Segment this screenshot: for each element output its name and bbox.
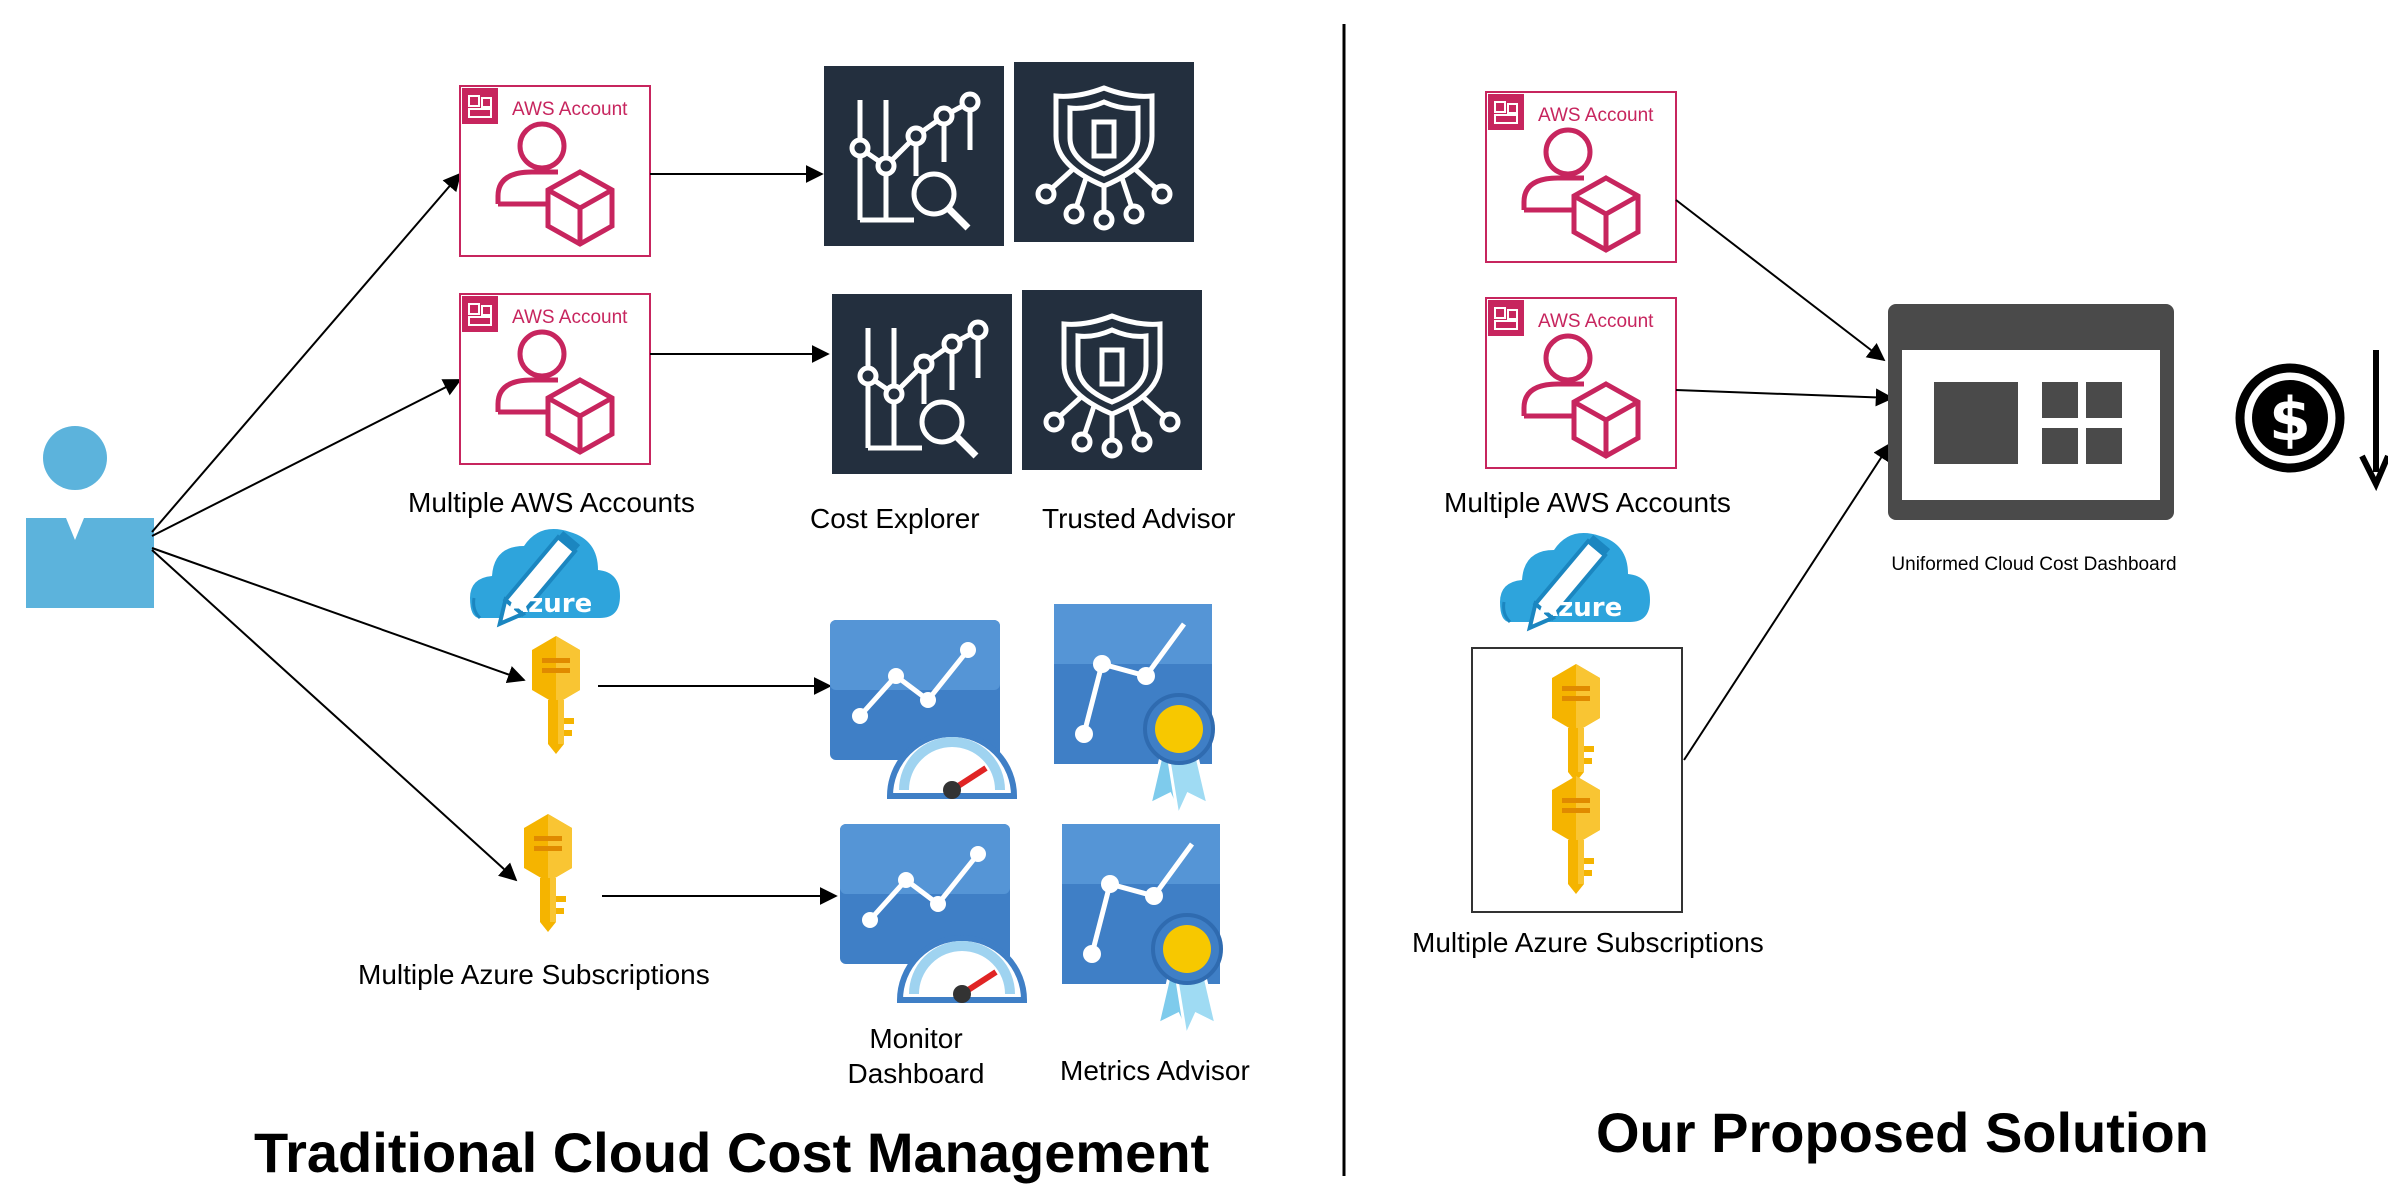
- cost-explorer-icon: [824, 66, 1004, 246]
- cost-explorer-label: Cost Explorer: [810, 503, 980, 534]
- aws-arrows: [650, 165, 830, 363]
- aws-account-icon: AWS Account: [1486, 92, 1676, 262]
- key-icon: [532, 636, 580, 754]
- azure-cloud-icon: Azure: [468, 527, 622, 633]
- monitor-dashboard-icon: [840, 824, 1024, 1003]
- svg-text:Azure: Azure: [508, 589, 592, 619]
- svg-text:AWS Account: AWS Account: [512, 99, 628, 120]
- azure-arrows: [598, 677, 838, 905]
- svg-text:AWS Account: AWS Account: [1538, 311, 1654, 332]
- right-title: Our Proposed Solution: [1596, 1101, 2209, 1164]
- aws-account-icon: AWS Account: [460, 294, 650, 464]
- trusted-advisor-label: Trusted Advisor: [1042, 503, 1235, 534]
- trusted-advisor-icon: [1014, 62, 1194, 242]
- svg-text:AWS Account: AWS Account: [1538, 105, 1654, 126]
- metrics-advisor-icon: [1062, 824, 1221, 1036]
- svg-text:AWS Account: AWS Account: [512, 307, 628, 328]
- dashboard-arrows: [1675, 199, 1894, 761]
- left-title: Traditional Cloud Cost Management: [254, 1121, 1209, 1184]
- metrics-advisor-label: Metrics Advisor: [1060, 1055, 1250, 1086]
- azure-cloud-icon: Azure: [1498, 531, 1652, 637]
- monitor-dashboard-icon: [830, 620, 1014, 799]
- aws-account-icon: AWS Account: [460, 86, 650, 256]
- subscriptions-caption: Multiple Azure Subscriptions: [358, 959, 710, 990]
- svg-text:$: $: [2269, 385, 2311, 455]
- dashboard-icon: [1888, 304, 2174, 520]
- metrics-advisor-icon: [1054, 604, 1213, 816]
- subscriptions-caption: Multiple Azure Subscriptions: [1412, 927, 1764, 958]
- user-arrows: [151, 172, 526, 882]
- trusted-advisor-icon: [1022, 290, 1202, 470]
- down-arrow-icon: [2359, 350, 2388, 492]
- cost-explorer-icon: [832, 294, 1012, 474]
- key-icon: [524, 814, 572, 932]
- aws-account-icon: AWS Account: [1486, 298, 1676, 468]
- monitor-dashboard-label-line2: Dashboard: [848, 1058, 985, 1089]
- svg-text:Azure: Azure: [1538, 593, 1622, 623]
- accounts-caption: Multiple AWS Accounts: [408, 487, 695, 518]
- dollar-icon: $: [2235, 363, 2345, 473]
- monitor-dashboard-label-line1: Monitor: [869, 1023, 962, 1054]
- user-icon: [26, 426, 154, 608]
- dashboard-caption: Uniformed Cloud Cost Dashboard: [1891, 554, 2176, 575]
- accounts-caption: Multiple AWS Accounts: [1444, 487, 1731, 518]
